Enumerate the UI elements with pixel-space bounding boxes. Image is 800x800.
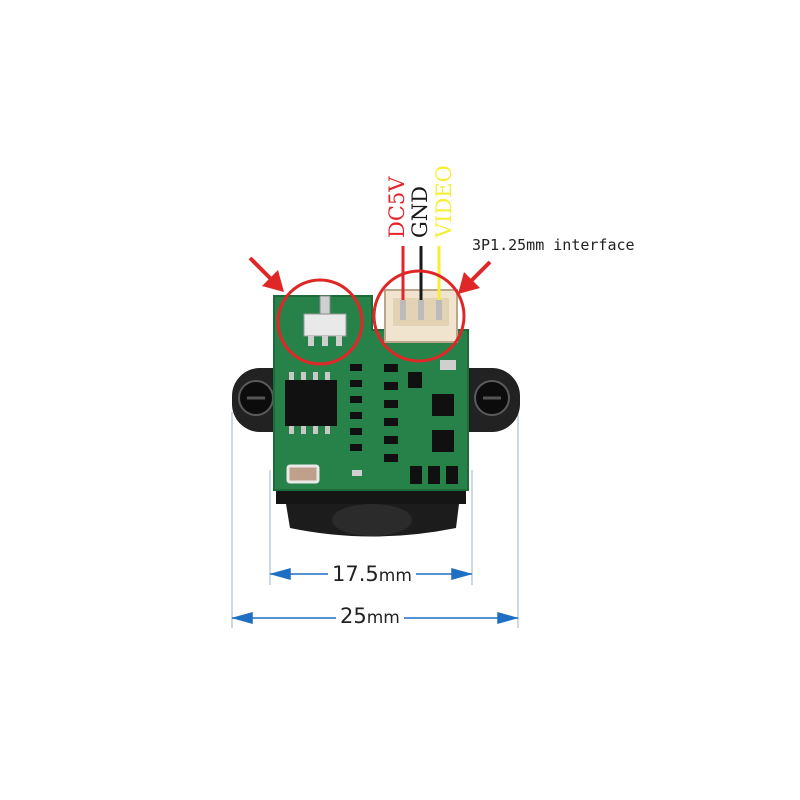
main-ic-chip (285, 380, 337, 426)
ir-sensor (286, 464, 320, 484)
callout-arrow-left (248, 256, 284, 292)
dc5v-wire-label: DC5V (385, 176, 409, 238)
outer-dimension-unit: mm (366, 608, 400, 628)
dimension-guides (231, 412, 519, 628)
pcb-board (273, 289, 469, 491)
connector-interface-label: 3P1.25mm interface (472, 236, 635, 254)
switch-highlight-circle (276, 278, 364, 366)
video-wire-label: VIDEO (432, 165, 456, 238)
inner-dimension-value: 17.5 (332, 562, 379, 586)
inner-dimension-unit: mm (378, 566, 412, 586)
callout-arrow-right (458, 260, 492, 294)
inner-dimension-label: 17.5mm (328, 564, 416, 585)
connector-highlight-circle (372, 269, 466, 363)
slide-switch (303, 295, 347, 346)
outer-dimension-label: 25mm (336, 606, 404, 627)
outer-dimension-value: 25 (340, 604, 367, 628)
gnd-wire-label: GND (408, 186, 432, 238)
